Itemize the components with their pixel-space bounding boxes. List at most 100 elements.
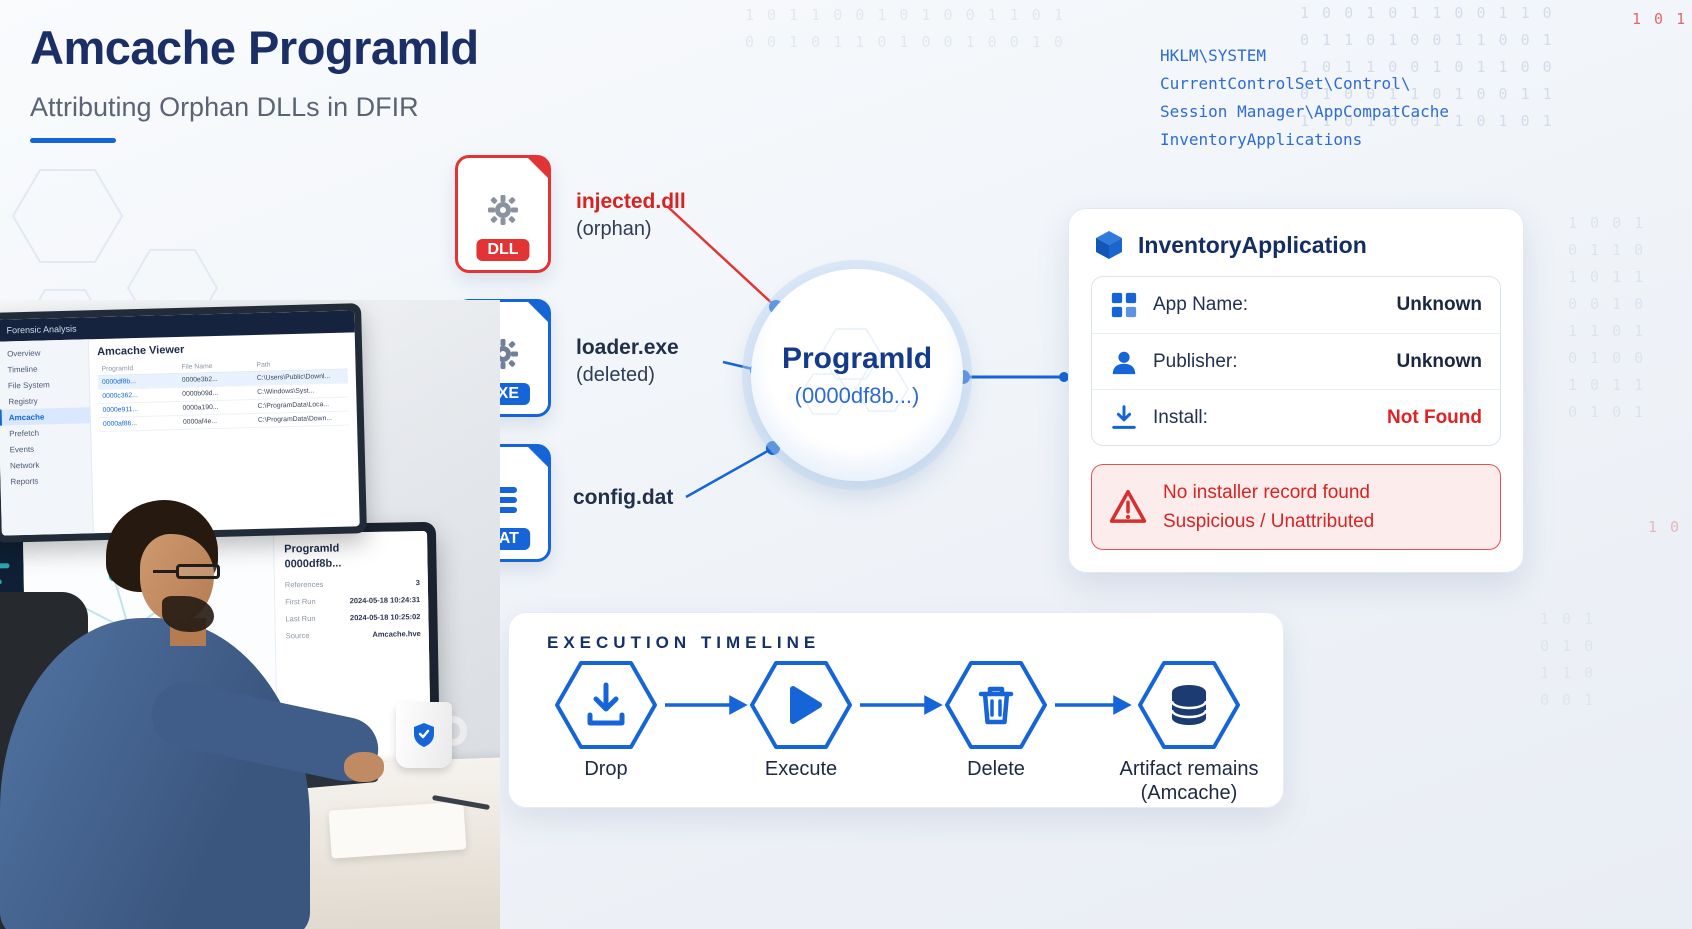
cell-programid: 0000af86... — [98, 415, 180, 432]
detail-programid: 0000df8b... — [284, 557, 342, 571]
registry-line: Session Manager\AppCompatCache — [1160, 102, 1449, 121]
database-hexagon-icon — [1138, 661, 1240, 749]
detail-title: ProgramId — [284, 542, 340, 556]
detail-field: First Run 2024-05-18 10:24:31 — [285, 595, 420, 606]
detail-field-label: Source — [285, 630, 310, 641]
field-value: Not Found — [1387, 406, 1482, 428]
programid-node: ProgramId (0000df8b...) — [751, 269, 963, 481]
programid-title: ProgramId — [781, 341, 933, 375]
timeline-step-delete: Delete — [926, 659, 1066, 781]
programid-value: (0000df8b...) — [794, 382, 920, 408]
timeline-title: EXECUTION TIMELINE — [547, 633, 821, 652]
alert-line: Suspicious / Unattributed — [1163, 511, 1375, 532]
node-graph-svg — [59, 568, 210, 722]
field-label: Install: — [1153, 406, 1208, 428]
execute-hexagon-icon — [750, 661, 852, 749]
cell-path: C:\ProgramData\Down... — [253, 411, 350, 428]
delete-hexagon-icon — [945, 661, 1047, 749]
user-icon — [1112, 351, 1136, 374]
amcache-table: ProgramId File Name Path 0000df8b... 000… — [97, 356, 350, 433]
warning-triangle-icon — [1109, 489, 1147, 523]
sidebar-bar — [0, 643, 5, 649]
monitor-amcache-viewer: Forensic Analysis Overview Timeline File… — [0, 303, 367, 543]
binary-pattern-red: 1 0 1 — [1632, 10, 1688, 28]
detail-field-label: References — [284, 579, 324, 590]
download-icon — [1112, 404, 1136, 429]
registry-line: CurrentControlSet\Control\ — [1160, 74, 1411, 93]
binary-pattern: 1 0 0 1 0 1 1 0 1 0 1 1 0 0 1 0 1 1 0 1 … — [1568, 214, 1646, 421]
sidebar-bar — [0, 579, 2, 585]
timeline-step-artifact: Artifact remains (Amcache) — [1119, 659, 1259, 805]
binary-pattern: 1 0 1 1 0 0 1 0 1 0 0 1 1 0 1 0 0 1 0 1 … — [745, 6, 1065, 51]
node-graph — [23, 533, 277, 768]
detail-field: Source Amcache.hve — [286, 629, 421, 640]
sidebar-bar — [0, 595, 9, 601]
timeline-step-label: Delete — [967, 758, 1025, 780]
file-label: injected.dll — [576, 190, 686, 213]
registry-line: InventoryApplications — [1160, 130, 1363, 149]
file-label: loader.exe — [576, 336, 679, 359]
timeline-step-label: Artifact remains — [1119, 758, 1259, 780]
gear-icon — [488, 195, 518, 225]
sidebar-item-reports: Reports — [10, 476, 39, 486]
file-note: (orphan) — [576, 218, 652, 240]
analyst-photo: ProgramId 0000df8b... References 3 First… — [0, 300, 500, 929]
execution-timeline-card: EXECUTION TIMELINE Drop Execute — [508, 612, 1284, 808]
timeline-step-drop: Drop — [536, 659, 676, 781]
file-badge: DLL — [476, 239, 530, 261]
title-accent-bar — [30, 138, 116, 143]
page-subtitle: Attributing Orphan DLLs in DFIR — [30, 92, 419, 122]
detail-field-value: 2024-05-18 10:25:02 — [349, 612, 421, 623]
inventory-row-publisher: Publisher: Unknown — [1092, 333, 1500, 389]
notebook — [328, 801, 467, 859]
alert-box: No installer record found Suspicious / U… — [1091, 464, 1501, 550]
detail-field-value: 2024-05-18 10:24:31 — [349, 595, 421, 606]
detail-field-label: Last Run — [285, 613, 316, 624]
cube-icon — [1096, 231, 1122, 259]
detail-field-value: 3 — [415, 578, 420, 588]
page-fold — [527, 446, 549, 468]
inventory-card-title: InventoryApplication — [1138, 231, 1367, 258]
monitor1-sidebar: Overview Timeline File System Registry A… — [0, 339, 94, 536]
hexagon-watermark — [800, 328, 909, 415]
registry-line: HKLM\SYSTEM — [1160, 46, 1266, 65]
inventory-row-app-name: App Name: Unknown — [1092, 277, 1500, 333]
sidebar-bar — [0, 627, 13, 633]
detail-field-value: Amcache.hve — [372, 629, 421, 639]
detail-field: Last Run 2024-05-18 10:25:02 — [285, 612, 420, 623]
inventory-application-card: InventoryApplication App Name: Unknown — [1068, 208, 1524, 573]
field-value: Unknown — [1396, 294, 1483, 315]
timeline-step-label: Execute — [764, 758, 838, 780]
drop-hexagon-icon — [555, 661, 657, 749]
detail-field-label: First Run — [285, 596, 316, 607]
binary-pattern-red: 1 0 — [1648, 518, 1682, 536]
inventory-fields: App Name: Unknown Publisher: Unknown Ins… — [1091, 276, 1501, 446]
coffee-mug — [396, 702, 467, 768]
shield-icon — [414, 723, 434, 747]
field-value: Unknown — [1396, 350, 1483, 372]
app-grid-icon — [1111, 292, 1137, 318]
field-label: App Name: — [1153, 294, 1249, 315]
alert-line: No installer record found — [1163, 482, 1370, 503]
mug-handle — [443, 716, 467, 746]
registry-path: HKLM\SYSTEM CurrentControlSet\Control\ S… — [1160, 42, 1449, 154]
page-title: Amcache ProgramId — [30, 21, 479, 74]
sidebar-bar — [0, 563, 10, 569]
binary-pattern: 1 0 1 0 1 0 1 1 0 0 0 1 — [1540, 610, 1596, 709]
file-note: (deleted) — [576, 364, 655, 386]
panel-title: Amcache Viewer — [96, 343, 185, 359]
file-card-exe: EXE — [455, 299, 551, 417]
page-fold — [527, 301, 549, 323]
page-fold — [527, 157, 549, 179]
monitor-graph-view: ProgramId 0000df8b... References 3 First… — [0, 521, 441, 779]
binary-pattern: 1 0 0 1 0 1 1 0 0 1 1 0 0 1 1 0 1 0 0 1 … — [1300, 4, 1554, 130]
file-label: config.dat — [573, 486, 674, 509]
inventory-row-install: Install: Not Found — [1092, 389, 1500, 445]
file-card-dll: DLL — [455, 155, 551, 273]
timeline-step-execute: Execute — [731, 659, 871, 781]
field-label: Publisher: — [1153, 350, 1238, 372]
cell-filename: 0000af4e... — [178, 413, 255, 430]
timeline-step-sublabel: (Amcache) — [1140, 782, 1238, 804]
timeline-step-label: Drop — [584, 758, 628, 780]
